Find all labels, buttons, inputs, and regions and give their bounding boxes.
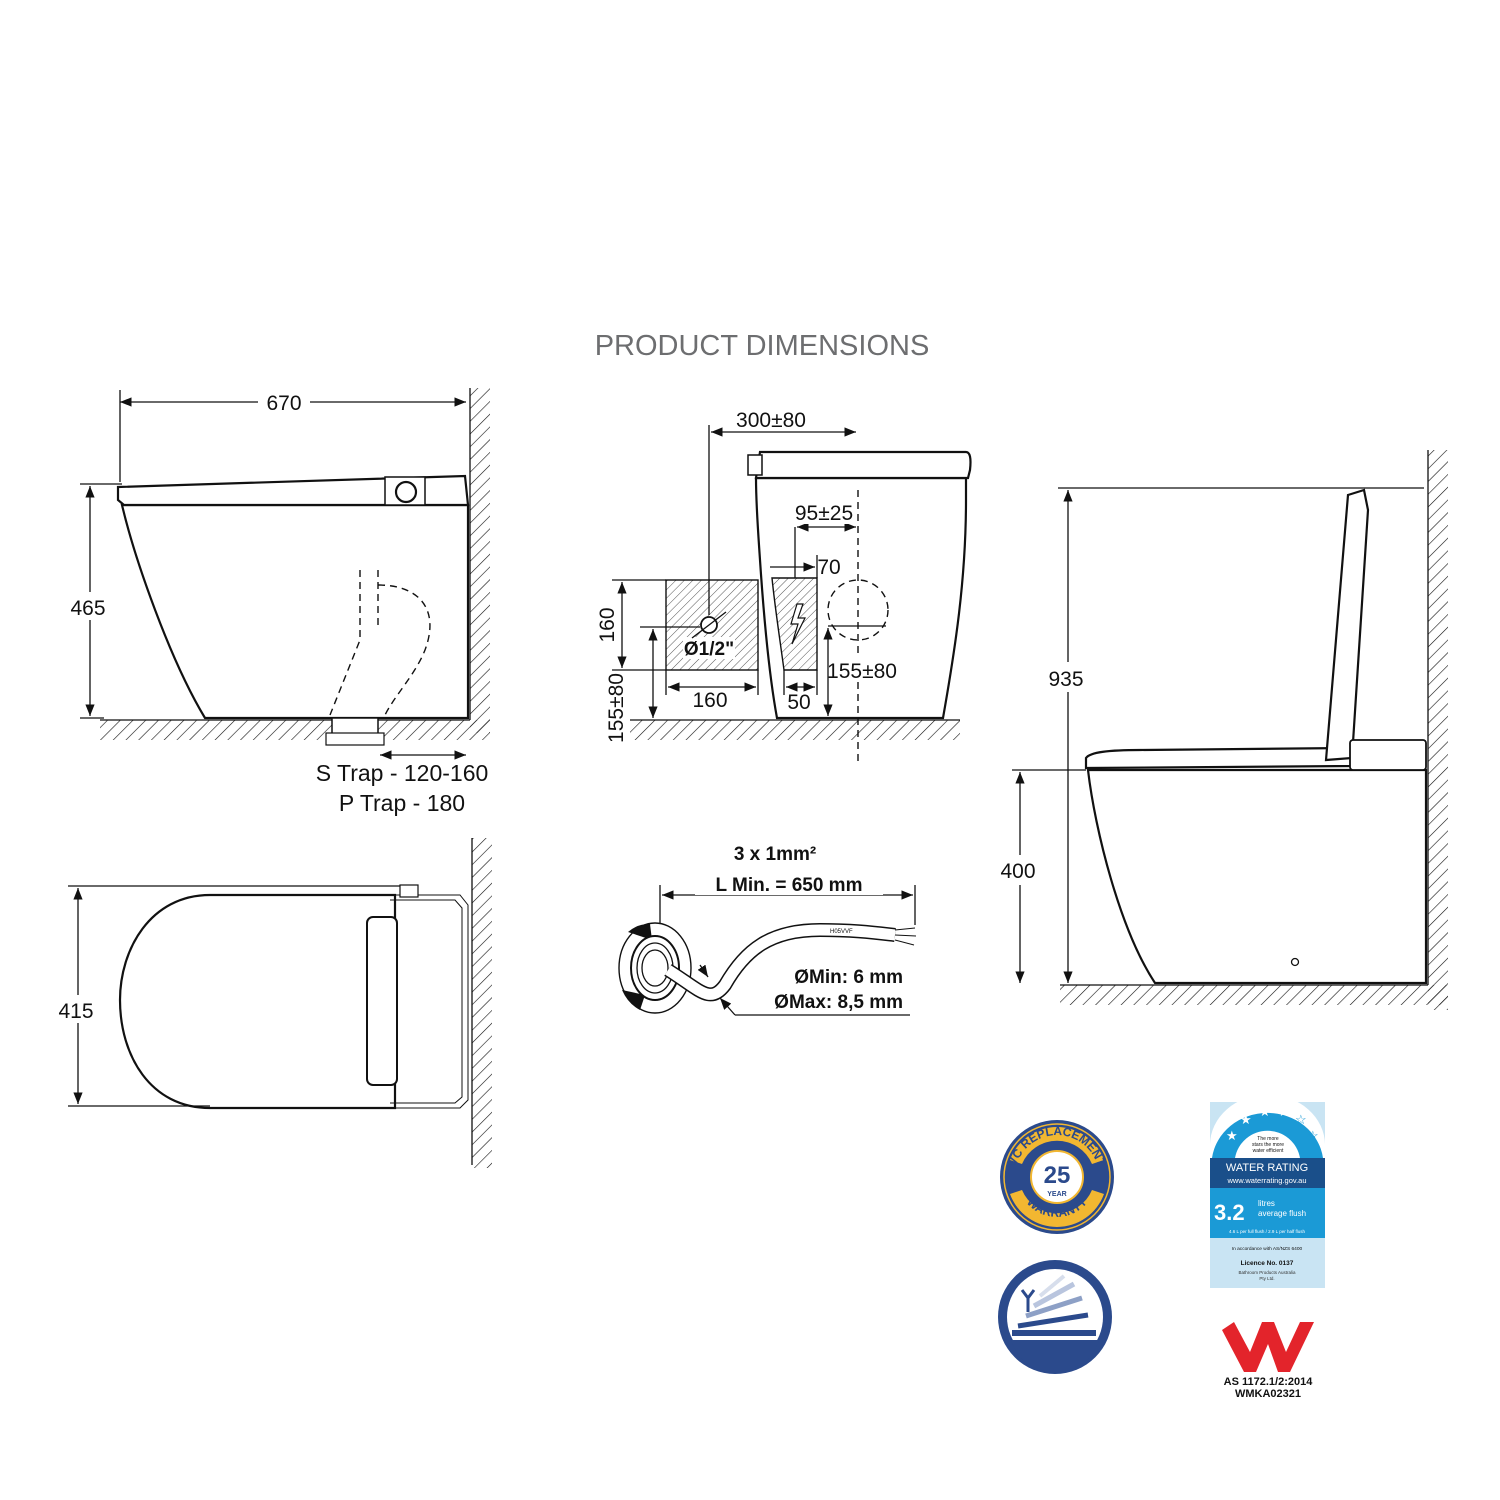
water-rating-licence: Licence No. 0137 (1241, 1260, 1294, 1267)
rear-elec-box-width-label: 50 (787, 691, 810, 714)
svg-text:★: ★ (1240, 1112, 1252, 1127)
soft-close-icon (998, 1260, 1112, 1374)
rear-elec-offset-label: 95±25 (795, 502, 853, 525)
watermark-logo: AS 1172.1/2:2014 WMKA02321 (1222, 1322, 1314, 1400)
cable-detail: 3 x 1mm² L Min. = 650 mm H05VVF ØMin: 6 … (618, 844, 917, 1016)
water-rating-unit: litres (1258, 1199, 1275, 1208)
rear-view: Ø1/2" 300±80 95±25 70 160 155±80 (596, 409, 972, 765)
s-trap-label: S Trap - 120-160 (316, 760, 489, 786)
watermark-code: WMKA02321 (1235, 1388, 1301, 1400)
cable-min-label: ØMin: 6 mm (794, 967, 903, 988)
page-title: PRODUCT DIMENSIONS (595, 330, 930, 362)
water-rating-std: In accordance with AS/NZS 6400 (1232, 1246, 1303, 1252)
rear-water-height-label: 160 (596, 607, 619, 642)
water-rating-title: WATER RATING (1226, 1162, 1308, 1174)
cable-print-label: H05VVF (830, 929, 853, 935)
pipe-size-label: Ø1/2" (684, 639, 734, 660)
p-trap-label: P Trap - 180 (339, 790, 465, 816)
total-height-label: 935 (1048, 668, 1083, 691)
svg-text:★: ★ (1278, 1104, 1290, 1119)
top-depth-label: 415 (58, 1000, 93, 1023)
water-tag-3: water efficient (1253, 1148, 1284, 1154)
rear-elec-width-label: 70 (817, 556, 840, 579)
water-rating-org-2: Pty Ltd. (1259, 1276, 1274, 1281)
rear-top-offset-label: 300±80 (736, 409, 806, 432)
side-height-label: 465 (70, 597, 105, 620)
svg-text:☆: ☆ (1307, 1128, 1319, 1143)
warranty-years: 25 (1044, 1162, 1071, 1189)
water-rating-label: ★ ★ ★ ★ ☆ ☆ The more stars the more wate… (1210, 1094, 1325, 1288)
seat-height-label: 400 (1000, 860, 1035, 883)
water-rating-detail: 4.6 L per full flush / 2.9 L per half fl… (1229, 1229, 1305, 1234)
side-view: 670 465 S Trap - 120-160 P Trap - 180 (62, 388, 490, 816)
profile-view: 935 400 (992, 450, 1448, 1010)
water-rating-value: 3.2 (1214, 1200, 1245, 1225)
rear-elec-floor-label: 155±80 (827, 660, 897, 683)
cable-length-label: L Min. = 650 mm (716, 875, 863, 896)
water-tag-1: The more (1257, 1136, 1279, 1142)
svg-text:☆: ☆ (1295, 1112, 1307, 1127)
rear-water-floor-label: 155±80 (605, 673, 628, 743)
cable-spec-label: 3 x 1mm² (734, 844, 816, 865)
watermark-standard: AS 1172.1/2:2014 (1224, 1376, 1314, 1388)
cable-max-label: ØMax: 8,5 mm (774, 992, 903, 1013)
svg-text:★: ★ (1259, 1104, 1271, 1119)
water-tag-2: stars the more (1252, 1142, 1284, 1148)
water-rating-url: www.waterrating.gov.au (1226, 1176, 1306, 1185)
water-rating-desc: average flush (1258, 1209, 1306, 1218)
side-width-label: 670 (266, 392, 301, 415)
svg-text:★: ★ (1226, 1128, 1238, 1143)
rear-water-width-label: 160 (692, 689, 727, 712)
top-view: 415 (50, 838, 492, 1168)
warranty-unit: YEAR (1047, 1191, 1066, 1198)
water-rating-org-1: Bathroom Products Australia (1238, 1270, 1296, 1275)
warranty-badge: VC REPLACEMENT WARRANTY 25 YEAR (1000, 1120, 1114, 1234)
